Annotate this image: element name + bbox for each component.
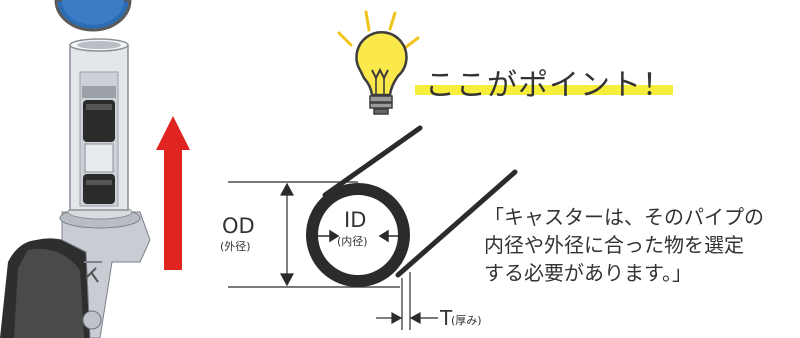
caster-illustration (0, 38, 151, 338)
od-dimension (228, 181, 400, 288)
id-label: ID (344, 208, 367, 232)
quote-line: 内径や外径に合った物を選定 (484, 233, 744, 257)
id-dimension (318, 229, 400, 243)
point-heading: ここがポイント！ (425, 68, 673, 103)
id-sub-label: (内径) (337, 235, 368, 248)
explanation-quote: 「キャスターは、そのパイプの 内径や外径に合った物を選定 する必要があります。」 (484, 203, 796, 287)
pipe-cross-section (306, 125, 518, 287)
upward-arrow-icon (156, 116, 190, 270)
point-underline (415, 85, 673, 95)
thickness-dimension (376, 272, 438, 330)
t-sub-label: (厚み) (451, 314, 482, 327)
od-label: OD (222, 214, 255, 238)
quote-line: する必要があります。」 (484, 261, 692, 285)
badge-circle (54, 0, 132, 32)
light-bulb-icon (337, 10, 420, 115)
t-label: T (440, 306, 453, 330)
od-sub-label: (外径) (220, 240, 251, 253)
quote-line: 「キャスターは、そのパイプの (484, 205, 764, 229)
